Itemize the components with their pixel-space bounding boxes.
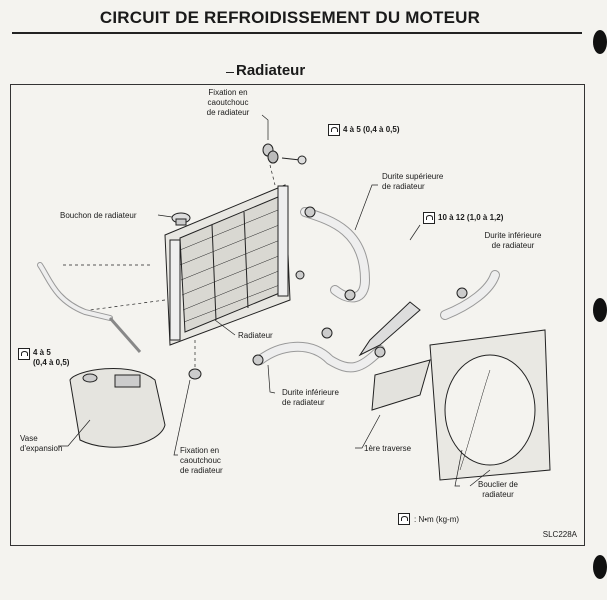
radiator-cap-icon bbox=[171, 212, 191, 226]
crossmember bbox=[371, 359, 431, 411]
torque-spec-left: 4 à 5 (0,4 à 0,5) bbox=[18, 348, 69, 368]
expansion-tank-icon bbox=[69, 367, 166, 448]
label-durite-inf-center: Durite inférieure de radiateur bbox=[282, 388, 339, 407]
label-fixation-bottom: Fixation en caoutchouc de radiateur bbox=[180, 446, 223, 475]
punch-hole bbox=[593, 30, 607, 54]
torque-wrench-icon bbox=[423, 212, 435, 224]
title-rule bbox=[12, 32, 582, 34]
diagram-frame bbox=[10, 84, 585, 546]
torque-spec-top: 4 à 5 (0,4 à 0,5) bbox=[328, 124, 399, 136]
page-title: CIRCUIT DE REFROIDISSEMENT DU MOTEUR bbox=[99, 8, 481, 27]
torque-wrench-icon bbox=[398, 513, 410, 525]
radiator-core bbox=[164, 184, 291, 346]
pipe-section bbox=[358, 301, 421, 357]
overflow-hose bbox=[37, 262, 113, 321]
label-durite-sup: Durite supérieure de radiateur bbox=[382, 172, 444, 191]
radiator-shroud-icon bbox=[429, 329, 551, 481]
label-fixation-top: Fixation en caoutchouc de radiateur bbox=[206, 88, 250, 117]
label-bouclier: Bouclier de radiateur bbox=[477, 480, 519, 499]
reference-code: SLC228A bbox=[542, 530, 577, 539]
label-radiateur: Radiateur bbox=[238, 331, 273, 340]
torque-legend: : N•m (kg-m) bbox=[398, 513, 459, 525]
punch-hole bbox=[593, 298, 607, 322]
label-durite-inf-right: Durite inférieure de radiateur bbox=[484, 231, 542, 250]
bottom-rubber-mount-icon bbox=[188, 368, 202, 380]
torque-wrench-icon bbox=[18, 348, 30, 360]
punch-hole bbox=[593, 555, 607, 579]
section-title: Radiateur bbox=[236, 62, 306, 79]
label-bouchon: Bouchon de radiateur bbox=[60, 211, 137, 220]
section-dash bbox=[226, 72, 234, 73]
label-vase: Vase d'expansion bbox=[20, 434, 63, 453]
torque-spec-middle: 10 à 12 (1,0 à 1,2) bbox=[423, 212, 503, 224]
label-traverse: 1ère traverse bbox=[364, 444, 412, 453]
top-rubber-mount-icon bbox=[262, 143, 307, 165]
torque-wrench-icon bbox=[328, 124, 340, 136]
